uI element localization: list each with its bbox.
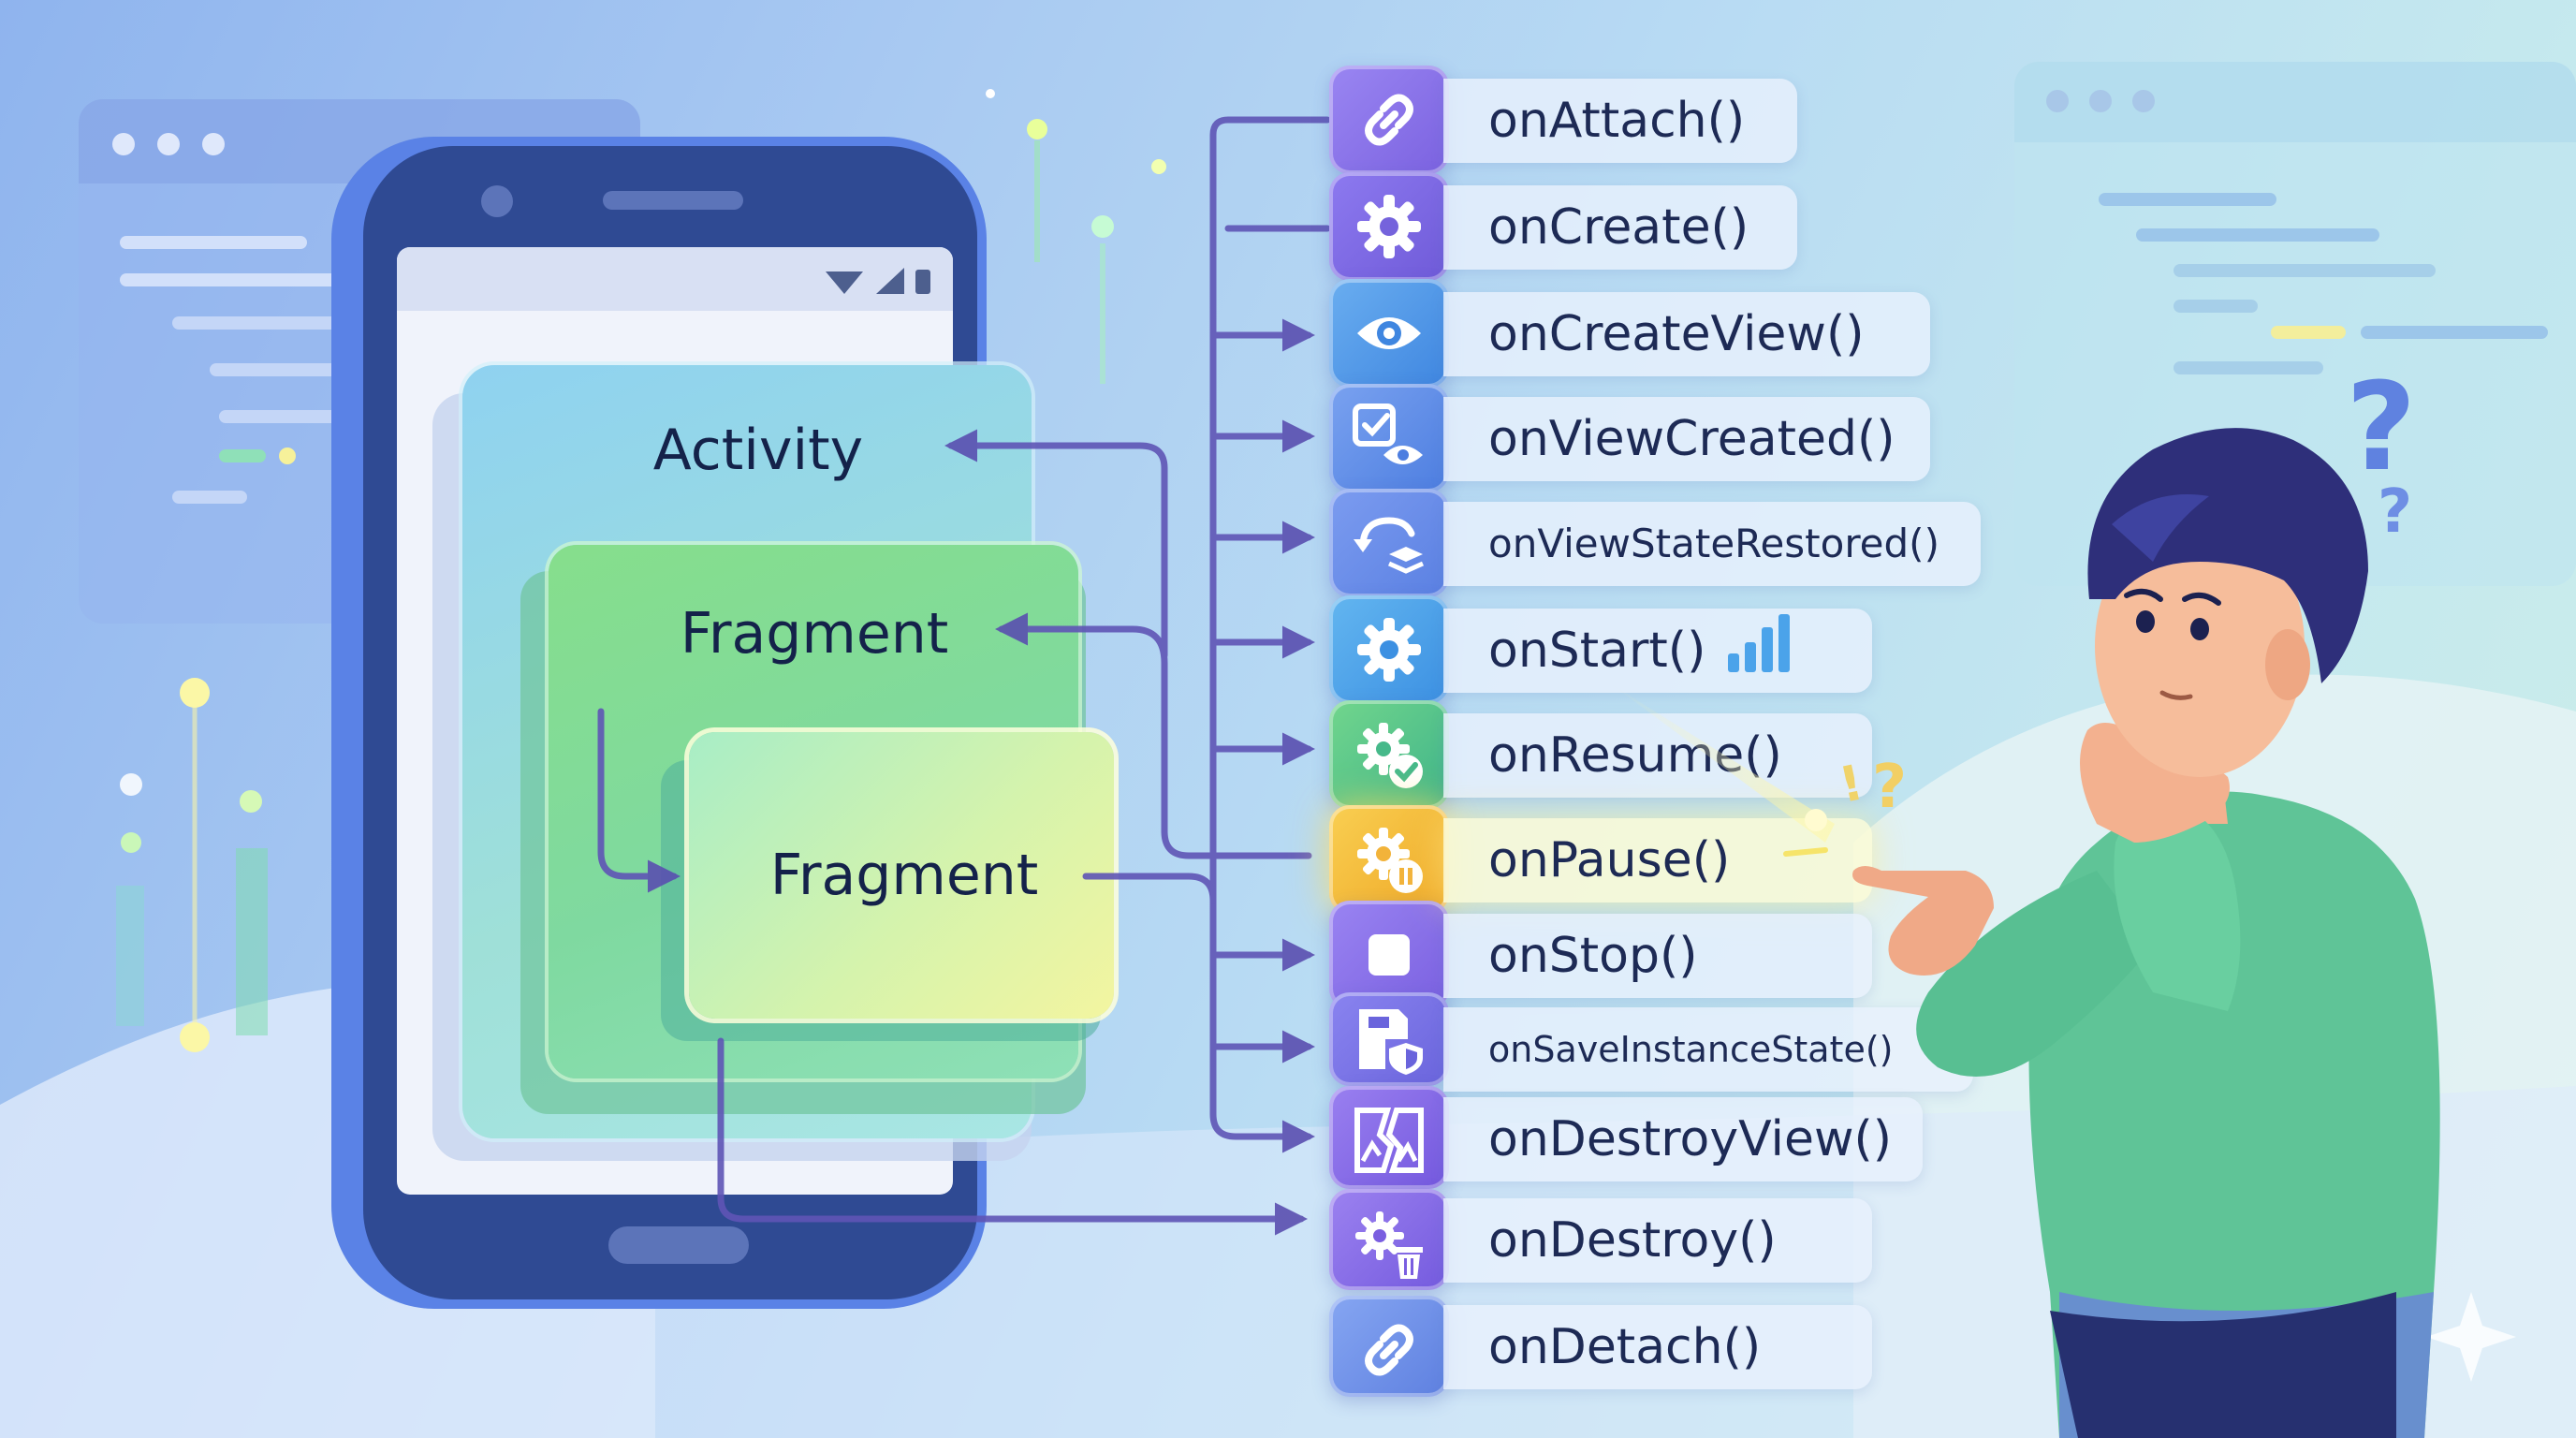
window-dot <box>157 133 180 155</box>
lifecycle-icon-tile <box>1329 901 1449 1009</box>
lifecycle-label-on-save-instance-state: onSaveInstanceState() <box>1443 1007 1973 1092</box>
lifecycle-label-on-view-state-restored: onViewStateRestored() <box>1443 502 1981 586</box>
lifecycle-label-on-detach: onDetach() <box>1443 1305 1872 1389</box>
lifecycle-label-on-start: onStart() <box>1443 609 1872 693</box>
question-mark-large: ? <box>2346 356 2417 498</box>
phone-camera <box>481 185 513 217</box>
lifecycle-label-on-destroy: onDestroy() <box>1443 1198 1872 1283</box>
save-shield-icon <box>1359 1009 1423 1075</box>
background-code-window-right <box>2014 62 2576 586</box>
stop-icon <box>1368 934 1410 976</box>
gear-icon <box>1357 195 1421 258</box>
link-icon <box>1365 1324 1413 1376</box>
lifecycle-icon-tile <box>1329 172 1449 281</box>
gear-icon <box>1357 618 1421 682</box>
lifecycle-label-on-attach: onAttach() <box>1443 79 1797 163</box>
gear-check-icon <box>1357 723 1423 788</box>
signal-bars-icon <box>1728 614 1790 672</box>
fragment-inner-box <box>689 732 1114 1019</box>
phone-speaker <box>603 191 743 210</box>
lifecycle-icon-tile <box>1329 1296 1449 1397</box>
lifecycle-label-on-create: onCreate() <box>1443 185 1797 270</box>
window-dot <box>2089 90 2112 112</box>
activity-title: Activity <box>652 418 864 483</box>
question-mark-yellow: ? <box>1872 753 1908 822</box>
fragment-inner-title: Fragment <box>769 843 1039 908</box>
lifecycle-icon-tile <box>1329 384 1449 492</box>
lifecycle-icon-tile <box>1329 805 1449 914</box>
gear-trash-icon <box>1355 1211 1423 1279</box>
lifecycle-icon-tile <box>1329 595 1449 704</box>
lifecycle-label-on-destroy-view: onDestroyView() <box>1443 1097 1923 1181</box>
check-eye-icon <box>1353 404 1423 464</box>
lifecycle-label-on-create-view: onCreateView() <box>1443 292 1930 376</box>
restore-layers-icon <box>1354 517 1425 574</box>
broken-image-icon <box>1354 1108 1424 1173</box>
lifecycle-label-on-stop: onStop() <box>1443 914 1872 998</box>
window-dot <box>2046 90 2069 112</box>
lifecycle-icon-tile <box>1329 700 1449 809</box>
lifecycle-icon-tile <box>1329 489 1449 597</box>
window-dot <box>112 133 135 155</box>
window-dot <box>202 133 225 155</box>
fragment-outer-title: Fragment <box>680 601 949 667</box>
question-mark-small: ? <box>2378 477 2413 547</box>
eye-icon <box>1357 317 1421 349</box>
lifecycle-icon-tile <box>1329 1086 1449 1189</box>
lifecycle-label-on-resume: onResume() <box>1443 713 1872 798</box>
lifecycle-icon-tile <box>1329 1189 1449 1290</box>
gear-pause-icon <box>1357 828 1423 893</box>
lifecycle-icon-tile <box>1329 279 1449 388</box>
status-bar-icons <box>826 268 930 294</box>
link-icon <box>1365 94 1413 146</box>
lifecycle-icon-tile <box>1329 66 1449 174</box>
phone-home-button <box>608 1226 749 1264</box>
lifecycle-label-on-pause: onPause() <box>1443 818 1872 902</box>
lifecycle-icon-tile <box>1329 992 1449 1086</box>
window-dot <box>2132 90 2155 112</box>
lifecycle-label-on-view-created: onViewCreated() <box>1443 397 1930 481</box>
